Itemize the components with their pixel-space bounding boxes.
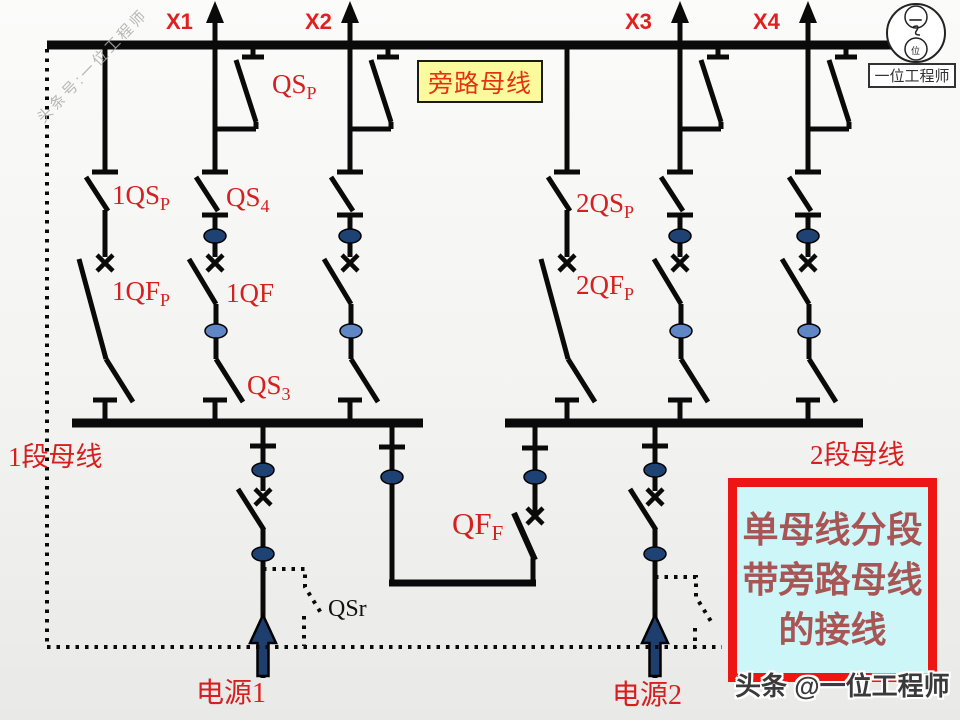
diagram-title-line-2: 带旁路母线 (742, 560, 923, 600)
label-qsp-main: QS (272, 69, 307, 99)
label-feeder-x3: X3 (625, 9, 652, 34)
label-1qfp-sub: P (160, 290, 171, 310)
label-2qfp-sub: P (624, 284, 635, 304)
feeder-arrow-x1 (206, 1, 224, 46)
source-bay-2 (630, 427, 668, 678)
bypass-breaker-bay-2 (541, 43, 595, 424)
label-2qfp: 2QFP (576, 270, 635, 304)
bypass-disconnector-x3 (680, 45, 729, 129)
label-2qsp-main: 2QS (576, 188, 625, 218)
label-qsp: QSP (272, 69, 317, 103)
label-qs4-main: QS (226, 182, 261, 212)
label-qsr: QSr (328, 597, 367, 625)
feeder-bay-x4 (782, 43, 836, 424)
label-1qfp-main: 1QF (112, 276, 161, 306)
logo-circle-bottom-glyph: 位 (911, 46, 921, 56)
bypass-bus-tag: 旁路母线 (417, 60, 543, 103)
diagram-title-line-3: 的接线 (778, 610, 887, 650)
qsr-disconnector-2 (655, 575, 714, 625)
label-qff: QFF (452, 508, 503, 544)
bypass-disconnector-x2 (350, 45, 399, 129)
label-feeder-x4: X4 (753, 9, 780, 34)
label-qsr-main: QSr (328, 596, 367, 622)
bypass-disconnector-x4 (808, 45, 857, 129)
logo-name-box: 一位工程师 (868, 63, 956, 88)
label-qs3-main: QS (247, 370, 282, 400)
transfer-dotted-path (45, 49, 722, 649)
feeder-arrow-x3 (671, 1, 689, 46)
label-source-2: 电源2 (612, 680, 683, 711)
label-qs4: QS4 (226, 182, 270, 216)
feeder-bay-x2 (324, 43, 378, 424)
feeder-bay-x1 (189, 43, 243, 424)
logo-circle-top-glyph: 一 (909, 13, 923, 28)
label-section2-bus: 2段母线 (810, 440, 905, 470)
bus-tie-qff (379, 427, 548, 587)
label-1qf-main: 1QF (226, 278, 275, 308)
label-source-1: 电源1 (196, 678, 267, 709)
diagram-title-box: 单母线分段 带旁路母线 的接线 (728, 478, 937, 682)
label-1qsp-sub: P (160, 194, 171, 214)
source-bay-1 (238, 427, 276, 678)
label-feeder-x2: X2 (305, 9, 332, 34)
qsr-disconnector-1 (263, 567, 323, 615)
bypass-disconnector-x1 (215, 45, 264, 129)
label-1qsp: 1QSP (112, 180, 171, 214)
label-1qfp: 1QFP (112, 276, 171, 310)
feeder-bay-x3 (654, 43, 708, 424)
logo-mark (886, 3, 946, 63)
label-2qsp-sub: P (624, 202, 635, 222)
label-1qsp-main: 1QS (112, 180, 161, 210)
footer-branding: 头条 @一位工程师 (735, 671, 950, 701)
label-qff-sub: F (491, 521, 504, 545)
feeder-arrow-x4 (799, 1, 817, 46)
diagram-title-line-1: 单母线分段 (742, 510, 923, 550)
label-qs3: QS3 (247, 370, 291, 404)
label-qff-main: QF (452, 506, 492, 541)
label-qsp-sub: P (306, 83, 317, 103)
label-section1-bus: 1段母线 (8, 442, 103, 472)
label-qs4-sub: 4 (260, 196, 270, 216)
label-1qf: 1QF (226, 280, 274, 311)
label-2qfp-main: 2QF (576, 270, 625, 300)
label-feeder-x1: X1 (166, 9, 193, 34)
label-2qsp: 2QSP (576, 188, 635, 222)
bypass-breaker-bay-1 (79, 43, 133, 424)
label-qs3-sub: 3 (281, 384, 291, 404)
feeder-arrow-x2 (341, 1, 359, 46)
